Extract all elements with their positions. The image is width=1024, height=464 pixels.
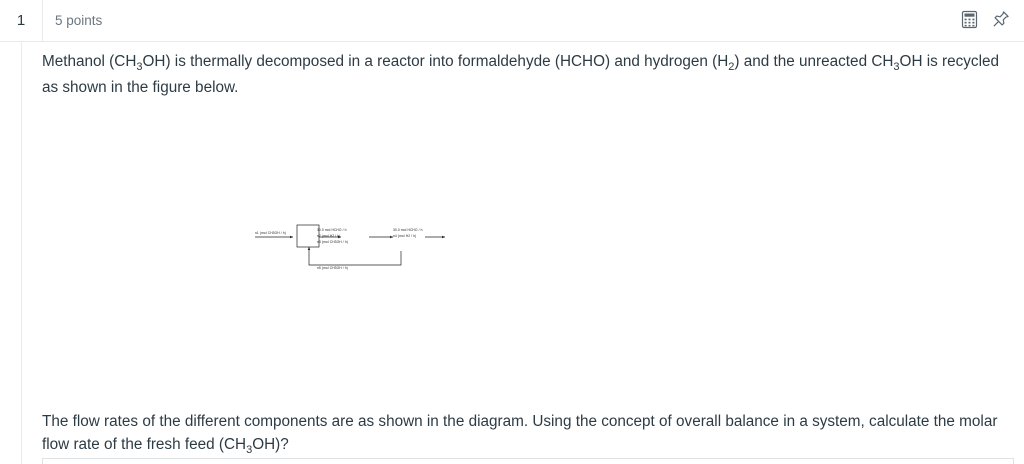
prompt-seg-3: ) and the unreacted CH — [734, 53, 894, 70]
prompt-sub-3: 3 — [893, 61, 900, 74]
question-points: 5 points — [55, 13, 103, 28]
tail-seg-1: The flow rates of the different componen… — [42, 413, 998, 454]
figure-label-reactor-out-2: n2 (mol H2 / h) — [317, 234, 341, 238]
question-number: 1 — [0, 0, 43, 41]
tail-sub-1: 3 — [246, 444, 253, 457]
pin-icon[interactable] — [990, 8, 1012, 30]
prompt-seg-4: OH is recycled as shown in the figure be… — [42, 53, 999, 96]
figure-label-recycle: n5 (mol CH3OH / h) — [317, 266, 348, 270]
figure-label-product-1: 30.0 mol HCHO / h — [393, 228, 423, 232]
question-tail: The flow rates of the different componen… — [42, 410, 1017, 459]
figure-label-reactor-out-3: n3 (mol CH3OH / h) — [317, 240, 348, 244]
figure-label-feed: n1 (mol CH3OH / h) — [255, 231, 286, 235]
left-gutter-rule — [21, 41, 22, 464]
figure-label-product-2: n4 (mol H2 / h) — [393, 234, 417, 238]
question-header: 1 5 points — [0, 0, 1024, 41]
prompt-sub-2: 2 — [728, 61, 735, 74]
figure-label-reactor-out-1: 30.0 mol HCHO / h — [317, 228, 347, 232]
prompt-sub-1: 3 — [136, 61, 143, 74]
process-flow-diagram: n1 (mol CH3OH / h) 30.0 mol HCHO / h n2 … — [253, 213, 448, 275]
prompt-seg-1: Methanol (CH — [42, 53, 137, 70]
flow-diagram-svg — [255, 224, 446, 266]
header-icon-group — [958, 8, 1012, 30]
tail-seg-2: OH)? — [252, 436, 289, 454]
prompt-seg-2: OH) is thermally decomposed in a reactor… — [142, 53, 729, 70]
answer-area-box[interactable] — [42, 458, 1014, 464]
question-prompt: Methanol (CH3OH) is thermally decomposed… — [42, 50, 1017, 99]
calculator-icon[interactable] — [958, 8, 980, 30]
header-divider — [0, 41, 1024, 42]
